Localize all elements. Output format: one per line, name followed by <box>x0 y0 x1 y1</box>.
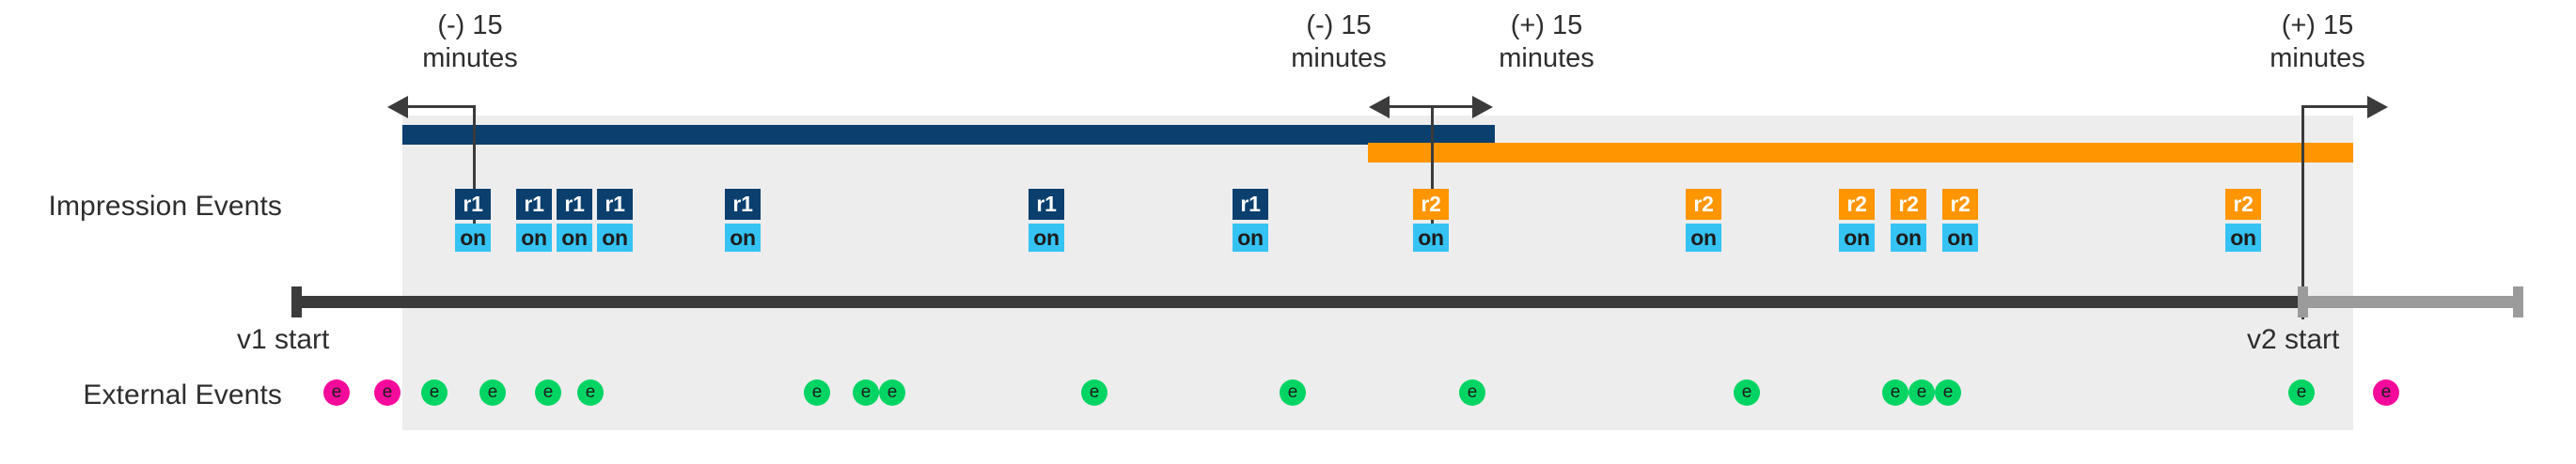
marker-line-v1-start <box>473 105 476 249</box>
external-event-dot-green: e <box>421 379 448 406</box>
impression-chip-on: on <box>1029 224 1064 252</box>
annotation-plus-15-end: (+) 15 minutes <box>2270 9 2365 75</box>
external-event-dot-green: e <box>879 379 905 406</box>
v2-version-bar <box>1368 143 2353 162</box>
annotation-sign: (-) 15 <box>437 10 503 40</box>
impression-chip-r1: r1 <box>1233 189 1268 220</box>
annotation-arrowhead-left-1 <box>387 96 408 118</box>
attribution-window-panel <box>402 116 2353 430</box>
impression-chip-on: on <box>1233 224 1268 252</box>
annotation-minus-15-v2: (-) 15 minutes <box>1291 9 1387 75</box>
v1-version-bar <box>402 125 1495 145</box>
axis-segment-v2 <box>2298 296 2523 308</box>
impression-chip-r2: r2 <box>1942 189 1978 220</box>
annotation-arrowhead-right-3 <box>1472 96 1493 118</box>
impression-chip-on: on <box>1942 224 1978 252</box>
impression-chip-r1: r1 <box>516 189 552 220</box>
impression-chip-r1: r1 <box>1029 189 1064 220</box>
marker-line-v2-start-center <box>1431 105 1434 249</box>
impression-chip-on: on <box>725 224 761 252</box>
external-event-dot-green: e <box>1908 379 1935 406</box>
external-event-dot-green: e <box>1280 379 1306 406</box>
external-event-dot-pink: e <box>323 379 350 406</box>
impression-chip-r2: r2 <box>2225 189 2261 220</box>
annotation-arrow-line-3 <box>1431 105 1472 108</box>
annotation-unit: minutes <box>2270 43 2365 73</box>
external-event-dot-green: e <box>804 379 830 406</box>
annotation-arrowhead-right-4 <box>2367 96 2388 118</box>
external-events-row-label: External Events <box>83 379 282 410</box>
axis-segment-v1 <box>291 296 2303 308</box>
impression-chip-r1: r1 <box>557 189 592 220</box>
external-event-dot-green: e <box>1459 379 1485 406</box>
annotation-sign: (-) 15 <box>1306 10 1372 40</box>
impression-chip-r1: r1 <box>597 189 633 220</box>
impression-chip-on: on <box>516 224 552 252</box>
impression-chip-on: on <box>1686 224 1721 252</box>
v1-start-label: v1 start <box>237 324 330 355</box>
annotation-arrow-line-4 <box>2301 105 2367 108</box>
external-event-dot-green: e <box>577 379 604 406</box>
impression-chip-r2: r2 <box>1891 189 1926 220</box>
external-event-dot-green: e <box>1081 379 1107 406</box>
annotation-sign: (+) 15 <box>2281 10 2354 40</box>
impression-chip-r1: r1 <box>725 189 761 220</box>
impression-chip-r1: r1 <box>455 189 491 220</box>
annotation-minus-15-v1: (-) 15 minutes <box>422 9 518 75</box>
external-event-dot-green: e <box>1935 379 1961 406</box>
external-event-dot-green: e <box>479 379 506 406</box>
impression-chip-on: on <box>1891 224 1926 252</box>
impression-chip-r2: r2 <box>1686 189 1721 220</box>
external-event-dot-green: e <box>1882 379 1908 406</box>
impression-chip-r2: r2 <box>1839 189 1875 220</box>
external-event-dot-green: e <box>2288 379 2315 406</box>
annotation-plus-15-v2: (+) 15 minutes <box>1499 9 1594 75</box>
impression-chip-r2: r2 <box>1413 189 1449 220</box>
annotation-unit: minutes <box>1499 43 1594 73</box>
annotation-unit: minutes <box>422 43 518 73</box>
impression-chip-on: on <box>557 224 592 252</box>
impression-chip-on: on <box>1413 224 1449 252</box>
external-event-dot-pink: e <box>374 379 401 406</box>
external-event-dot-pink: e <box>2373 379 2399 406</box>
axis-end-cap <box>2513 286 2523 317</box>
marker-line-v2-start <box>2301 105 2304 319</box>
impression-events-row-label: Impression Events <box>48 191 282 222</box>
impression-chip-on: on <box>455 224 491 252</box>
external-event-dot-green: e <box>535 379 561 406</box>
annotation-arrow-line-2 <box>1390 105 1431 108</box>
annotation-arrowhead-left-2 <box>1369 96 1390 118</box>
impression-chip-on: on <box>597 224 633 252</box>
annotation-sign: (+) 15 <box>1510 10 1583 40</box>
impression-chip-on: on <box>1839 224 1875 252</box>
impression-chip-on: on <box>2225 224 2261 252</box>
annotation-arrow-line-1 <box>408 105 474 108</box>
external-event-dot-green: e <box>853 379 879 406</box>
external-event-dot-green: e <box>1734 379 1760 406</box>
annotation-unit: minutes <box>1291 43 1387 73</box>
v2-start-label: v2 start <box>2247 324 2340 355</box>
